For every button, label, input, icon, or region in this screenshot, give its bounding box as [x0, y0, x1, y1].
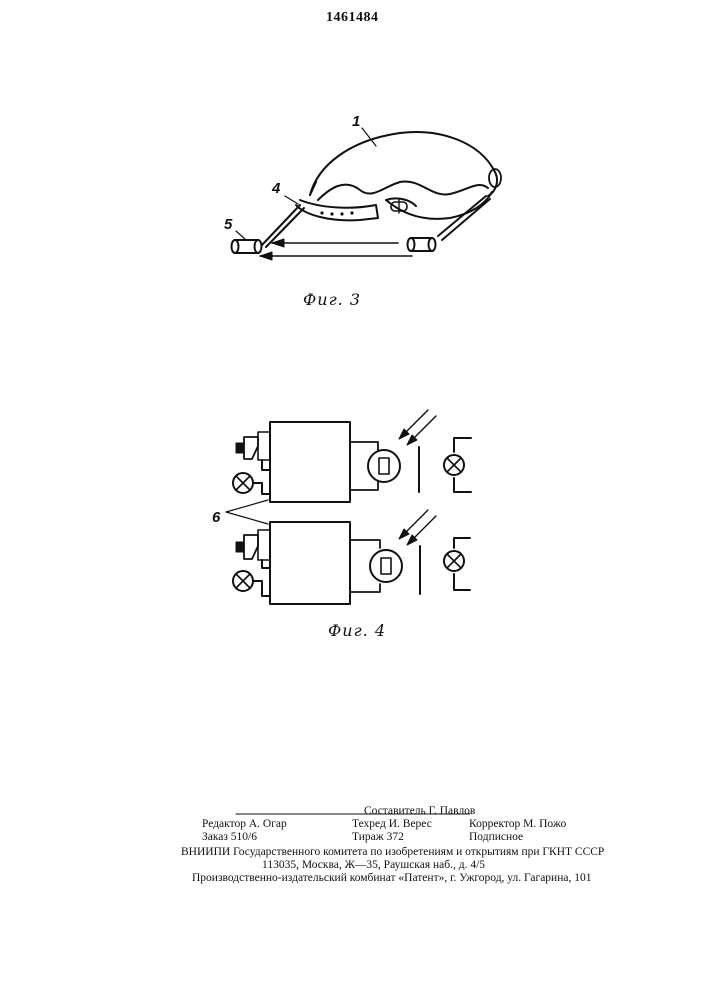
imprint-editor: Редактор А. Огар	[202, 818, 287, 831]
channel-upper	[233, 410, 471, 502]
figure-4-drawing	[226, 410, 471, 604]
imprint-circulation: Тираж 372	[352, 831, 404, 844]
left-rod	[262, 205, 300, 245]
figure-4-caption: Фиг. 4	[328, 621, 386, 640]
emitter-circuit	[454, 438, 471, 492]
label-part-1: 1	[352, 113, 360, 130]
imprint-address: 113035, Москва, Ж—35, Раушская наб., д. …	[262, 859, 485, 872]
imprint-order: Заказ 510/6	[202, 831, 257, 844]
photo-sensor-icon	[370, 550, 402, 582]
figure-3-caption: Фиг. 3	[303, 290, 361, 309]
strap-holes	[320, 211, 353, 215]
imprint-corrector: Корректор М. Пожо	[469, 818, 566, 831]
amplifier-block	[270, 522, 350, 604]
shell-lower-wave	[318, 181, 488, 200]
label-part-6: 6	[212, 509, 221, 526]
right-rod	[438, 196, 486, 236]
photo-sensor-icon	[368, 450, 400, 482]
imprint-institute: ВНИИПИ Государственного комитета по изоб…	[181, 846, 604, 859]
label-part-5: 5	[224, 216, 233, 233]
imprint-subscription: Подписное	[469, 831, 523, 844]
amplifier-block	[270, 422, 350, 502]
buzzer-icon	[244, 437, 258, 459]
imprint-tech-editor: Техред И. Верес	[352, 818, 432, 831]
sensor-wires	[350, 442, 378, 490]
strap-band	[296, 200, 378, 220]
imprint-publisher: Производственно-издательский комбинат «П…	[192, 872, 591, 885]
imprint-composer: Составитель Г. Павлов	[364, 805, 475, 818]
buzzer-icon	[244, 535, 258, 559]
label-part-4: 4	[271, 180, 281, 197]
sensor-wires	[350, 540, 380, 592]
